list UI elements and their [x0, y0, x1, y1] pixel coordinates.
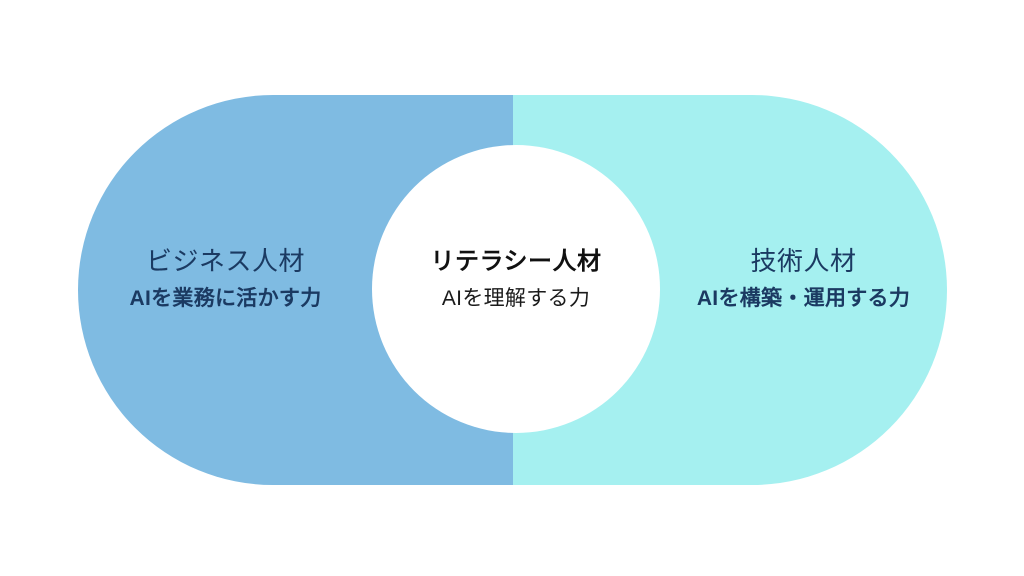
- literacy-title: リテラシー人材: [430, 248, 602, 275]
- business-subtitle: AIを業務に活かす力: [129, 287, 322, 310]
- literacy-subtitle: AIを理解する力: [441, 287, 591, 310]
- literacy-overlap-circle[interactable]: [372, 145, 660, 433]
- technical-label-group: 技術人材 AIを構築・運用する力: [660, 248, 947, 309]
- business-label-group: ビジネス人材 AIを業務に活かす力: [78, 248, 373, 309]
- literacy-label-group: リテラシー人材 AIを理解する力: [372, 248, 660, 310]
- technical-subtitle: AIを構築・運用する力: [696, 287, 911, 310]
- technical-title: 技術人材: [750, 246, 857, 276]
- business-title: ビジネス人材: [145, 246, 305, 276]
